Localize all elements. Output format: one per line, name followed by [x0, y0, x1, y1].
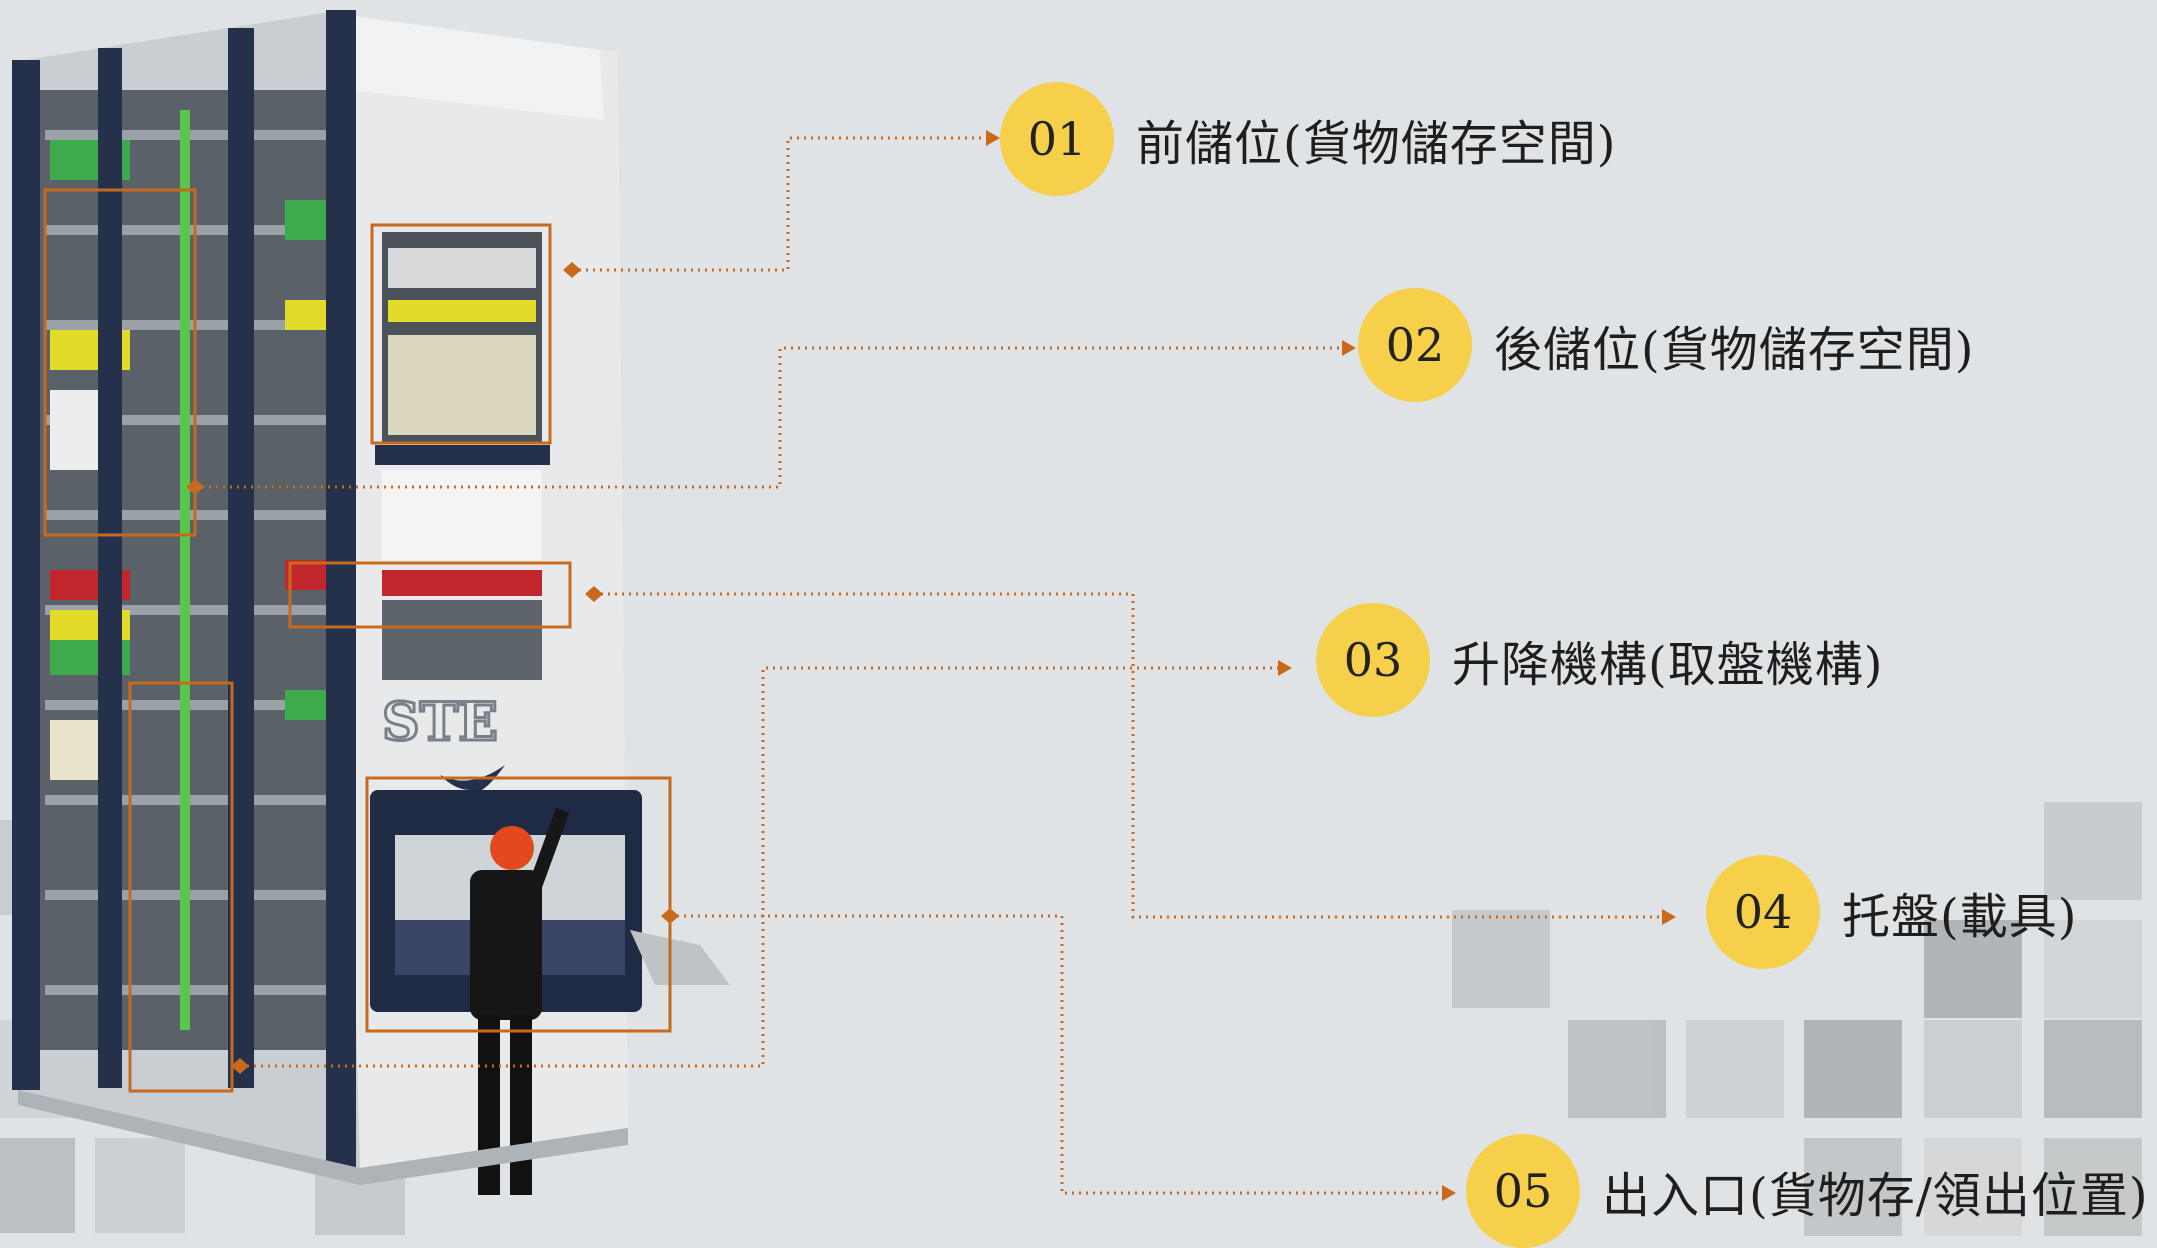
callout-02: 02 後儲位(貨物儲存空間): [1358, 288, 1974, 402]
endpoint-03: [231, 1058, 249, 1074]
highlight-back-storage: [370, 223, 552, 445]
connector-05: [670, 914, 1446, 1195]
ste-logo: STE: [382, 692, 498, 753]
highlight-lift: [288, 561, 572, 629]
arrow-01: [986, 130, 1000, 146]
callout-04: 04 托盤(載具): [1706, 855, 2077, 969]
endpoint-01: [563, 262, 581, 278]
highlight-boxes: [43, 188, 672, 1093]
highlight-access-port: [365, 776, 672, 1033]
callout-number-02: 02: [1358, 288, 1472, 402]
arrow-02: [1342, 340, 1356, 356]
endpoint-02: [186, 479, 204, 495]
highlight-lift-rail: [128, 681, 234, 1093]
callout-text-03: 升降機構(取盤機構): [1452, 637, 1884, 693]
callout-number-04: 04: [1706, 855, 1820, 969]
callout-number-05: 05: [1466, 1134, 1580, 1248]
highlight-front-storage: [43, 188, 197, 537]
connector-04: [594, 592, 1666, 919]
connector-markers: [186, 130, 1676, 1201]
arrow-03: [1278, 660, 1292, 676]
connector-lines: [195, 136, 1666, 1195]
callout-01: 01 前儲位(貨物儲存空間): [1000, 82, 1616, 196]
callout-03: 03 升降機構(取盤機構): [1316, 603, 1883, 717]
callout-number-01: 01: [1000, 82, 1114, 196]
vertical-storage-machine: STE: [12, 10, 730, 1195]
callout-text-02: 後儲位(貨物儲存空間): [1494, 322, 1975, 378]
connector-01: [572, 136, 990, 272]
arrow-04: [1662, 909, 1676, 925]
callout-05: 05 出入口(貨物存/領出位置): [1466, 1134, 2149, 1248]
endpoint-05: [661, 908, 679, 924]
callout-number-03: 03: [1316, 603, 1430, 717]
callout-text-01: 前儲位(貨物儲存空間): [1136, 116, 1617, 172]
callout-text-04: 托盤(載具): [1842, 889, 2078, 945]
arrow-05: [1442, 1185, 1456, 1201]
endpoint-04: [585, 586, 603, 602]
callout-text-05: 出入口(貨物存/領出位置): [1602, 1168, 2149, 1224]
connector-03: [240, 666, 1282, 1068]
